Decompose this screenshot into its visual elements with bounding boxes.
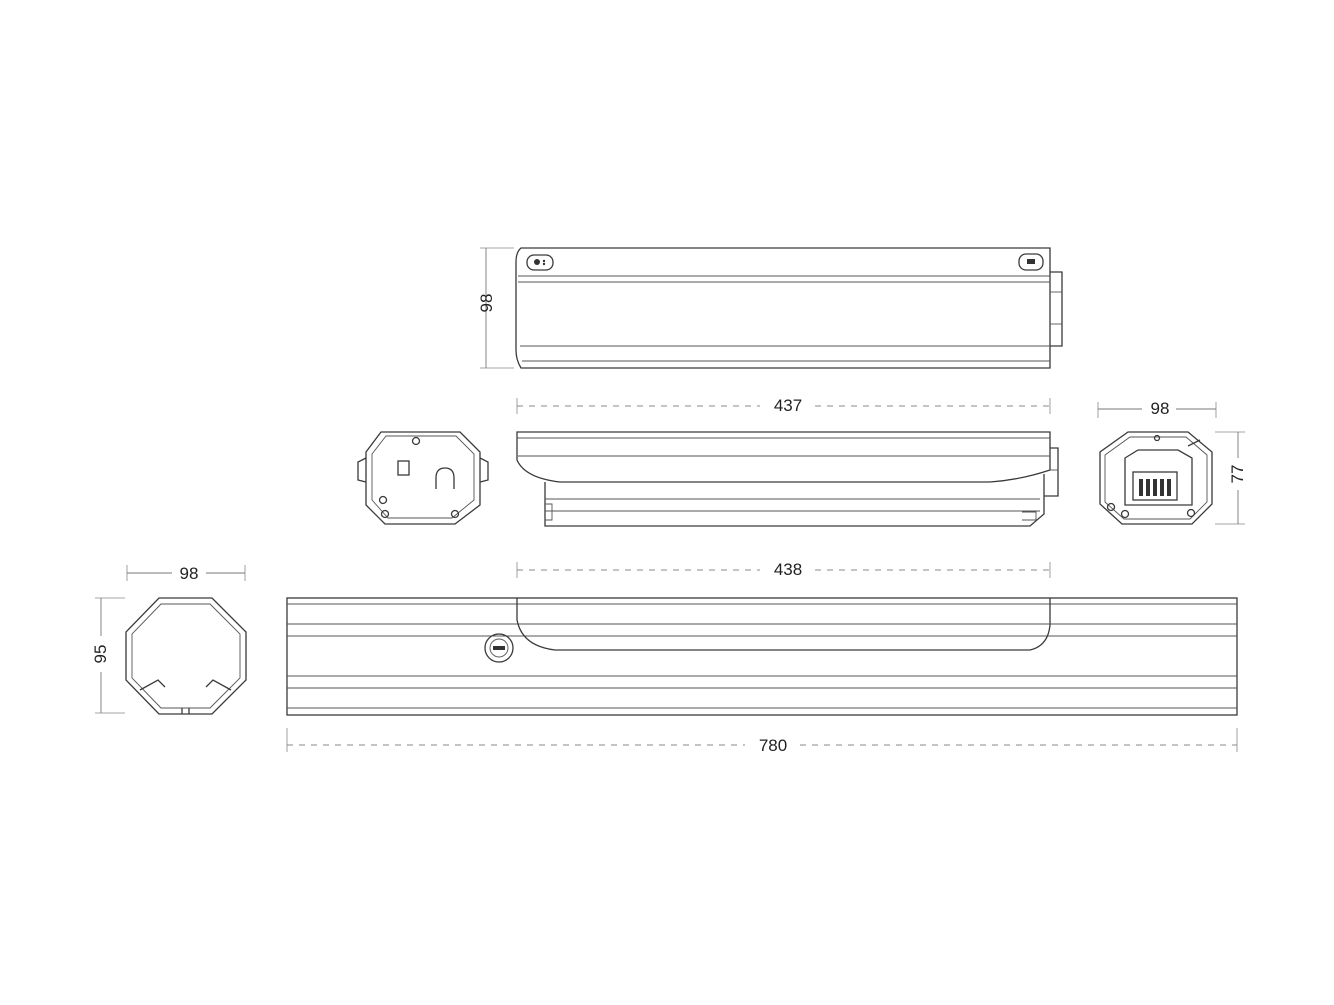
- dimension-top-height: 98: [477, 247, 514, 369]
- dimension-total-length: 780: [286, 728, 1238, 755]
- rail-cross-section: [125, 597, 247, 715]
- dimension-section-width: 98: [126, 564, 246, 583]
- dimension-end-width: 98: [1097, 399, 1217, 418]
- dimension-section-height: 95: [91, 597, 125, 714]
- dimension-label: 98: [1151, 399, 1170, 418]
- dimension-label: 98: [180, 564, 199, 583]
- dimension-label: 438: [774, 560, 802, 579]
- dimension-label: 437: [774, 396, 802, 415]
- battery-right-end-view: [1099, 431, 1213, 525]
- dimension-end-height: 77: [1215, 431, 1247, 525]
- battery-left-end-view: [357, 431, 489, 525]
- dimension-mid-length: 437: [516, 396, 1051, 415]
- battery-contacts: [1139, 479, 1171, 496]
- lock-cylinder-icon: [484, 633, 514, 663]
- dimension-inner-length: 438: [516, 560, 1051, 579]
- dimension-label: 780: [759, 736, 787, 755]
- rail-side-view: [286, 597, 1238, 716]
- dimension-label: 77: [1228, 465, 1247, 484]
- battery-top-view: [515, 247, 1063, 369]
- power-button-icon: [526, 254, 554, 271]
- lock-icon: [1018, 253, 1044, 271]
- battery-side-view: [516, 431, 1059, 527]
- dimension-label: 98: [477, 294, 496, 313]
- dimension-label: 95: [91, 645, 110, 664]
